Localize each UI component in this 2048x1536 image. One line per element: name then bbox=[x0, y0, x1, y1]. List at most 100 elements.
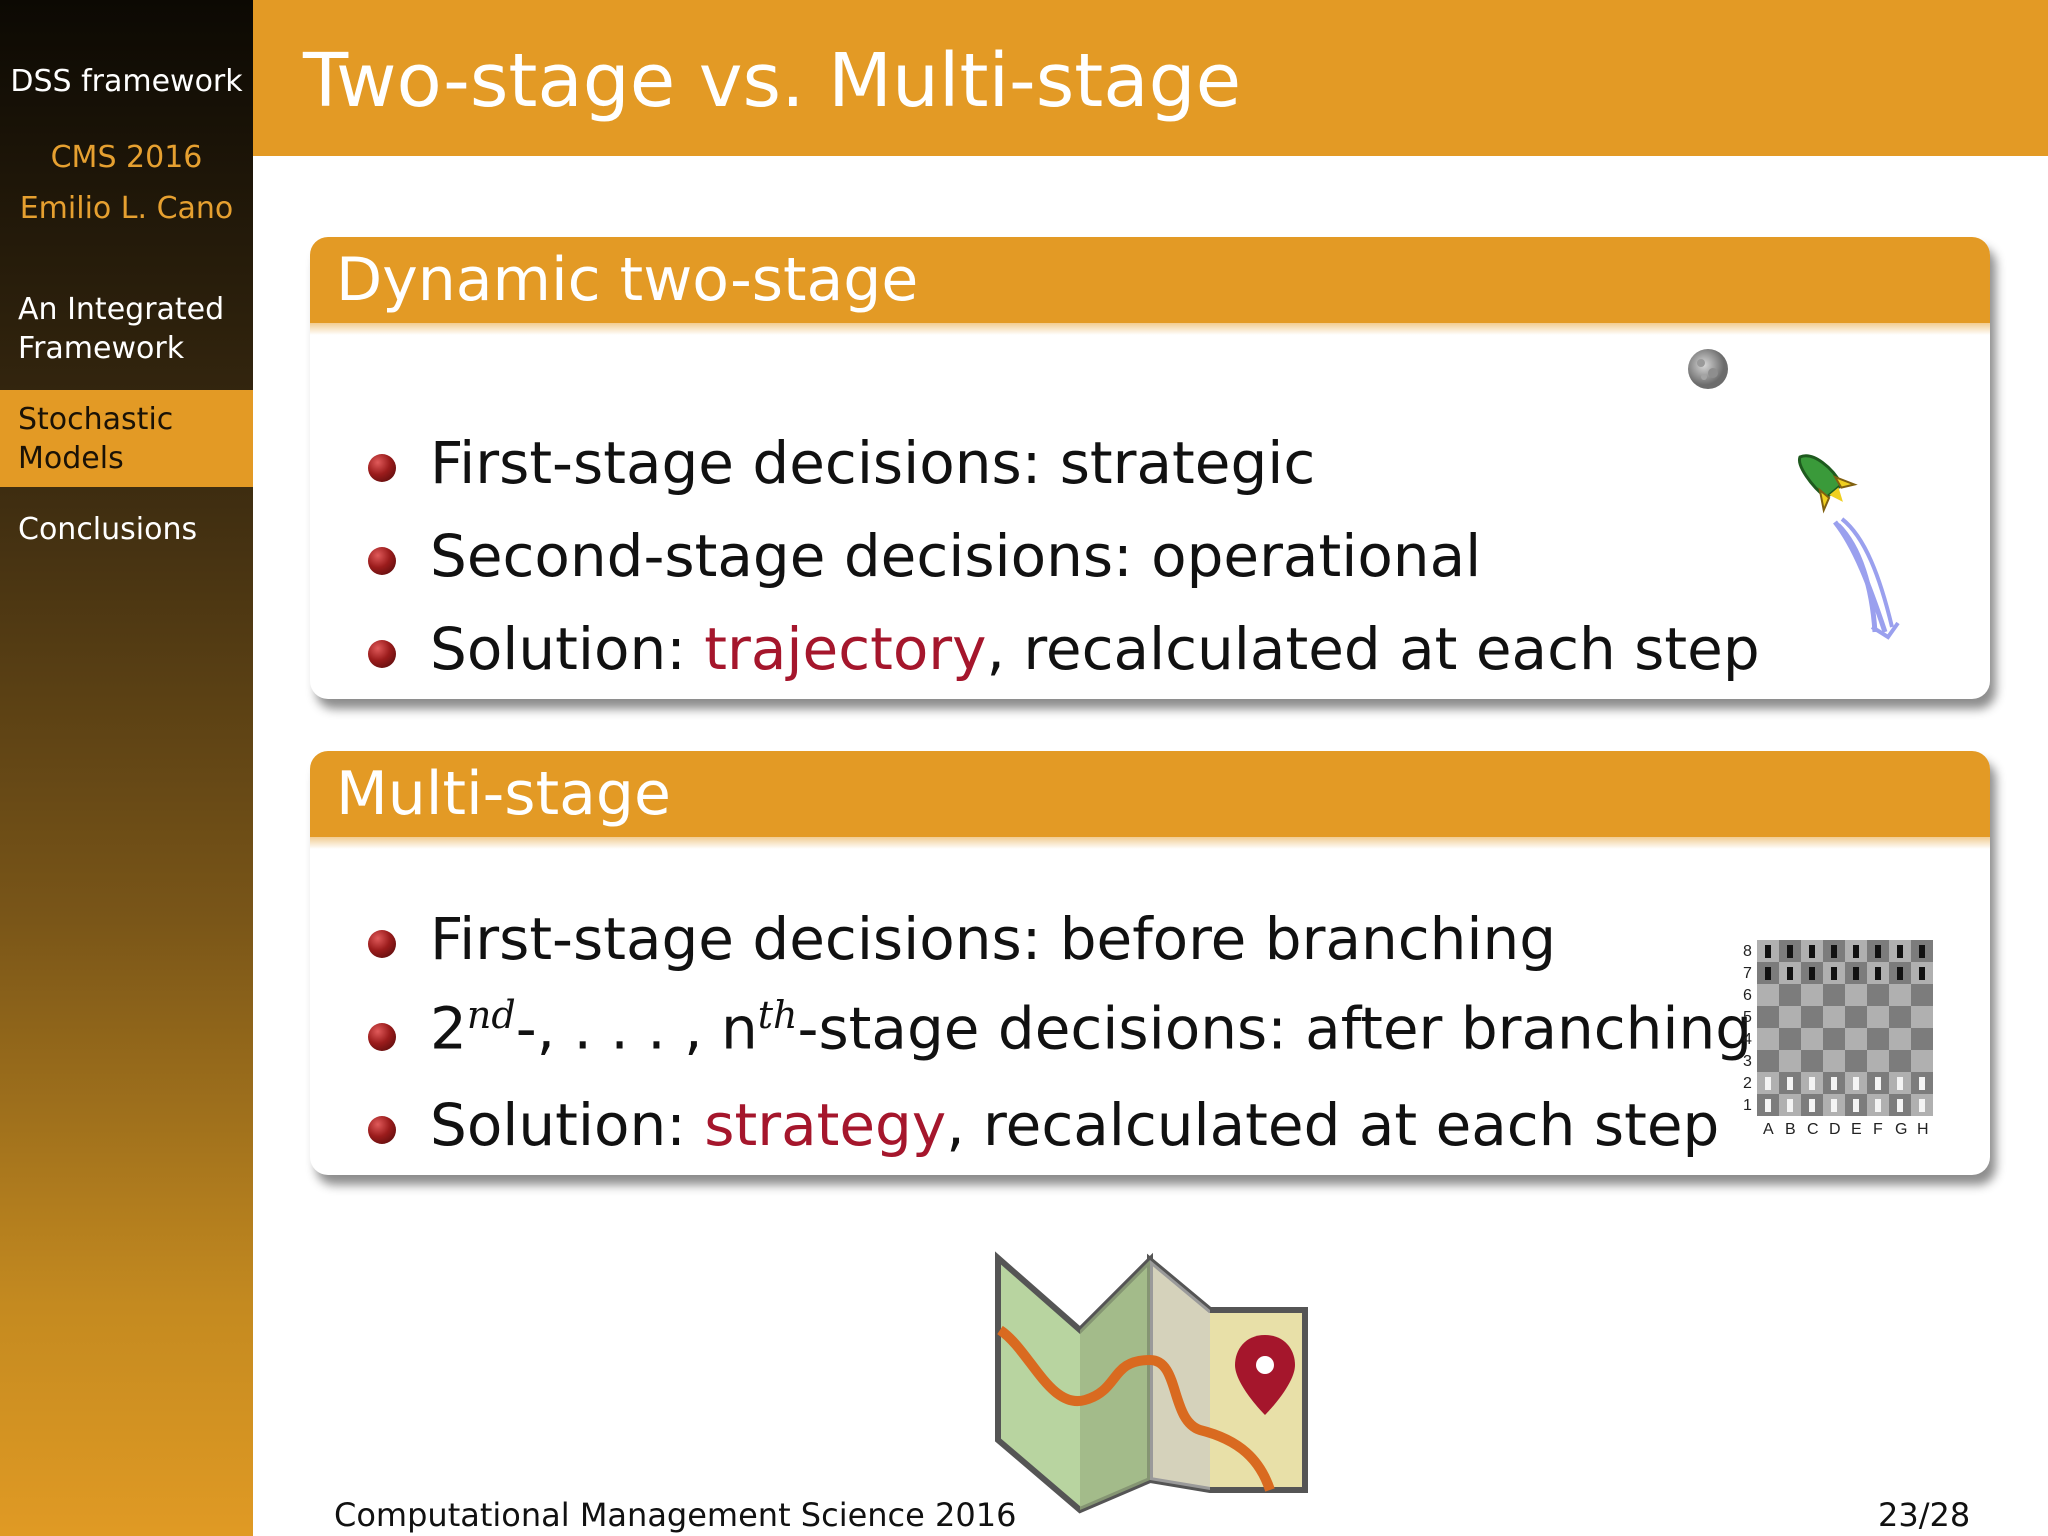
highlighted-term: strategy bbox=[704, 1091, 947, 1159]
chess-piece bbox=[1765, 967, 1771, 980]
chess-piece bbox=[1809, 1099, 1815, 1112]
sidebar-item-stochastic-models-active[interactable]: Stochastic Models bbox=[0, 390, 253, 487]
list-item: Solution: trajectory, recalculated at ea… bbox=[430, 615, 1760, 683]
chess-piece bbox=[1853, 1099, 1859, 1112]
chess-piece bbox=[1919, 945, 1925, 958]
rank-label: 6 bbox=[1743, 987, 1752, 1004]
chess-piece bbox=[1831, 1099, 1837, 1112]
chess-piece bbox=[1831, 967, 1837, 980]
bullet-icon bbox=[368, 640, 396, 668]
sidebar-conference: CMS 2016 bbox=[50, 140, 203, 175]
chess-piece bbox=[1875, 1099, 1881, 1112]
sidebar-item-conclusions[interactable]: Conclusions bbox=[18, 512, 198, 547]
chess-square bbox=[1801, 1006, 1823, 1028]
chess-square bbox=[1845, 1050, 1867, 1072]
file-label: H bbox=[1917, 1121, 1929, 1138]
rocket-icon bbox=[1798, 454, 1900, 640]
sidebar-title[interactable]: DSS framework bbox=[10, 64, 243, 99]
rank-label: 7 bbox=[1743, 965, 1752, 982]
chess-square bbox=[1757, 1006, 1779, 1028]
chess-square bbox=[1823, 1028, 1845, 1050]
chess-piece bbox=[1787, 967, 1793, 980]
highlighted-term: trajectory bbox=[704, 615, 987, 683]
chess-square bbox=[1889, 1006, 1911, 1028]
chess-piece bbox=[1919, 967, 1925, 980]
file-label: A bbox=[1763, 1121, 1774, 1138]
chess-piece bbox=[1787, 1077, 1793, 1090]
chess-square bbox=[1823, 984, 1845, 1006]
chess-piece bbox=[1897, 967, 1903, 980]
chess-square bbox=[1757, 1050, 1779, 1072]
chess-piece bbox=[1765, 1077, 1771, 1090]
item-suffix: , recalculated at each step bbox=[946, 1091, 1720, 1159]
page-number: 23/28 bbox=[1878, 1496, 1971, 1534]
chess-piece bbox=[1919, 1077, 1925, 1090]
chess-square bbox=[1823, 1006, 1845, 1028]
map-icon bbox=[995, 1251, 1308, 1514]
chess-piece bbox=[1831, 1077, 1837, 1090]
chess-square bbox=[1911, 1006, 1933, 1028]
chess-square bbox=[1889, 1050, 1911, 1072]
file-label: D bbox=[1829, 1121, 1841, 1138]
chess-square bbox=[1801, 1028, 1823, 1050]
chess-square bbox=[1911, 984, 1933, 1006]
bullet-icon bbox=[368, 1023, 396, 1051]
chess-piece bbox=[1853, 945, 1859, 958]
chess-piece bbox=[1853, 967, 1859, 980]
list-item: Second-stage decisions: operational bbox=[430, 522, 1482, 590]
page-title: Two-stage vs. Multi-stage bbox=[303, 38, 1242, 124]
item-prefix: Solution: bbox=[430, 1091, 705, 1159]
chess-square bbox=[1845, 984, 1867, 1006]
sidebar-item-integrated-framework[interactable]: An Integrated Framework bbox=[18, 292, 225, 366]
chess-square bbox=[1801, 984, 1823, 1006]
superscript: nd bbox=[466, 993, 516, 1037]
item-part: -stage decisions: after branching bbox=[797, 994, 1753, 1063]
navigation-sidebar: DSS framework CMS 2016 Emilio L. Cano An… bbox=[0, 0, 253, 1536]
list-item: 2nd-, . . . , nth-stage decisions: after… bbox=[430, 993, 1752, 1062]
chess-piece bbox=[1787, 945, 1793, 958]
chess-piece bbox=[1919, 1099, 1925, 1112]
item-part: 2 bbox=[430, 994, 467, 1063]
rank-label: 3 bbox=[1743, 1053, 1752, 1070]
chess-square bbox=[1823, 1050, 1845, 1072]
item-suffix: , recalculated at each step bbox=[986, 615, 1760, 683]
footer-conference: Computational Management Science 2016 bbox=[334, 1496, 1017, 1534]
chess-piece bbox=[1875, 945, 1881, 958]
chess-piece bbox=[1765, 1099, 1771, 1112]
chess-piece bbox=[1831, 945, 1837, 958]
file-label: E bbox=[1851, 1121, 1862, 1138]
rank-label: 1 bbox=[1743, 1097, 1752, 1114]
block-title: Multi-stage bbox=[310, 751, 1990, 849]
chess-piece bbox=[1809, 945, 1815, 958]
bullet-icon bbox=[368, 454, 396, 482]
bullet-icon bbox=[368, 1116, 396, 1144]
chess-piece bbox=[1897, 1099, 1903, 1112]
rank-label: 4 bbox=[1743, 1031, 1752, 1048]
rank-label: 2 bbox=[1743, 1075, 1752, 1092]
sidebar-item-label: Stochastic Models bbox=[18, 402, 174, 476]
block-dynamic-two-stage: Dynamic two-stage First-stage decisions:… bbox=[310, 237, 1990, 699]
chess-piece bbox=[1897, 945, 1903, 958]
frame-header: Two-stage vs. Multi-stage bbox=[253, 0, 2048, 156]
block-title: Dynamic two-stage bbox=[310, 237, 1990, 335]
file-label: C bbox=[1807, 1121, 1819, 1138]
list-item: Solution: strategy, recalculated at each… bbox=[430, 1091, 1719, 1159]
chess-square bbox=[1889, 984, 1911, 1006]
chess-square bbox=[1845, 1028, 1867, 1050]
bullet-icon bbox=[368, 930, 396, 958]
rank-label: 8 bbox=[1743, 943, 1752, 960]
chess-square bbox=[1779, 1028, 1801, 1050]
moon-icon bbox=[1688, 349, 1728, 389]
item-part: -, . . . , n bbox=[515, 994, 758, 1063]
chess-square bbox=[1845, 1006, 1867, 1028]
chess-square bbox=[1889, 1028, 1911, 1050]
chess-square bbox=[1911, 1050, 1933, 1072]
chess-piece bbox=[1875, 967, 1881, 980]
chess-square bbox=[1801, 1050, 1823, 1072]
chess-piece bbox=[1897, 1077, 1903, 1090]
item-prefix: Solution: bbox=[430, 615, 705, 683]
chess-piece bbox=[1853, 1077, 1859, 1090]
chess-piece bbox=[1809, 967, 1815, 980]
chess-square bbox=[1757, 1028, 1779, 1050]
chess-square bbox=[1867, 1050, 1889, 1072]
